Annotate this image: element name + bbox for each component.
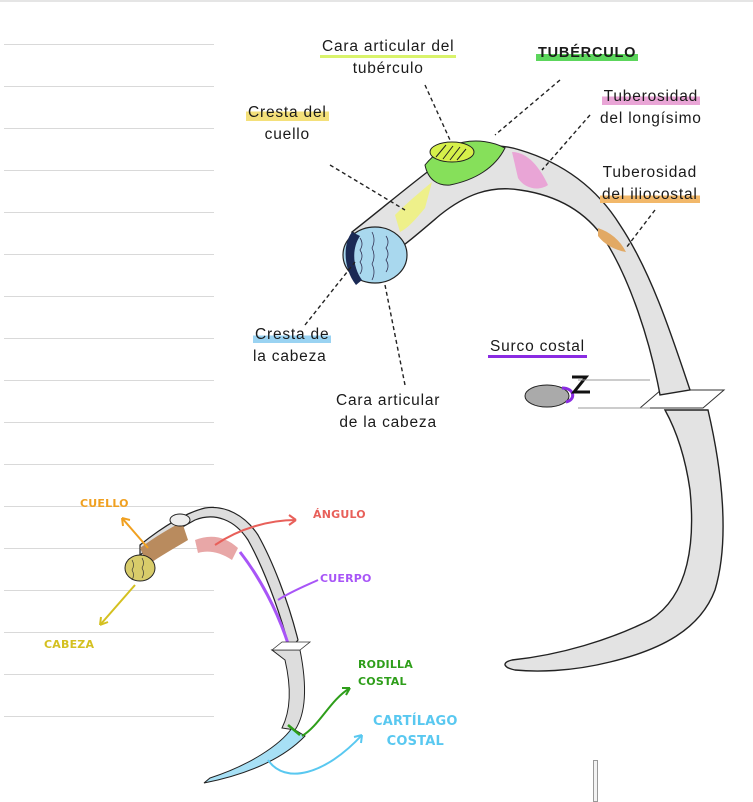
label-line-2: del longísimo — [600, 110, 702, 127]
leader-lines — [304, 79, 656, 386]
label-cara-articular-tuberculo: Cara articular del tubérculo — [320, 36, 457, 80]
label-text: Surco costal — [488, 338, 587, 358]
ruled-line — [4, 296, 214, 297]
label-line-1: Tuberosidad — [601, 88, 701, 105]
ruled-line — [4, 128, 214, 129]
label-tuberosidad-iliocostal: Tuberosidad del iliocostal — [600, 162, 700, 206]
label-line-2: COSTAL — [358, 675, 407, 688]
ruled-line — [4, 716, 214, 717]
ruled-line — [4, 86, 214, 87]
ruled-line — [4, 548, 214, 549]
label-text: TUBÉRCULO — [536, 45, 639, 61]
label-cresta-cabeza: Cresta de la cabeza — [253, 324, 332, 368]
label-surco-costal: Surco costal — [488, 336, 587, 358]
label-line-2: del iliocostal — [600, 186, 700, 203]
ruled-line — [4, 170, 214, 171]
label-cara-articular-cabeza: Cara articular de la cabeza — [336, 390, 440, 434]
ruled-line — [4, 254, 214, 255]
label-cartilago-costal: CARTÍLAGO COSTAL — [373, 712, 458, 752]
ruled-line — [4, 44, 214, 45]
tubercle-facet-hatch — [435, 144, 467, 161]
label-line-2: la cabeza — [253, 348, 327, 365]
label-line-1: Cresta de — [253, 326, 332, 343]
bottom-rib-upper — [139, 506, 299, 652]
tuberosity-iliocostal-region — [598, 228, 626, 252]
bottom-rib-lower — [270, 649, 306, 731]
label-rodilla-costal: RODILLA COSTAL — [358, 656, 413, 690]
ruled-line — [4, 464, 214, 465]
ruled-line — [4, 632, 214, 633]
ruled-line — [4, 590, 214, 591]
bottom-section-plane — [270, 641, 312, 651]
label-cuerpo: CUERPO — [320, 572, 372, 585]
ruled-line — [4, 212, 214, 213]
label-cabeza: CABEZA — [44, 638, 95, 651]
label-cuello: CUELLO — [80, 497, 129, 510]
label-line-2: COSTAL — [386, 734, 444, 749]
label-line-1: CARTÍLAGO — [373, 714, 458, 729]
neck-crest-region — [395, 182, 432, 232]
label-line-1: Tuberosidad — [602, 164, 698, 181]
head-crest-region — [345, 232, 362, 285]
label-line-1: Cresta del — [246, 104, 329, 121]
ruled-line — [4, 338, 214, 339]
bottom-costal-knee — [287, 724, 301, 736]
head-surface-texture — [359, 231, 389, 281]
rib-lower-body — [504, 409, 724, 672]
page-top-border — [0, 0, 753, 2]
costal-groove-mark — [561, 386, 575, 404]
scroll-marker — [593, 760, 598, 802]
label-line-2: de la cabeza — [339, 414, 437, 431]
label-line-2: cuello — [264, 126, 310, 143]
label-tuberculo: TUBÉRCULO — [536, 42, 639, 64]
tubercle-facet — [429, 141, 475, 163]
bottom-neck-region — [140, 522, 188, 565]
head-articular-surface — [342, 226, 408, 284]
label-line-1: RODILLA — [358, 658, 413, 671]
ruled-line — [4, 422, 214, 423]
label-line-1: Cara articular del — [320, 38, 457, 58]
bottom-arrows — [99, 514, 363, 775]
ruled-line — [4, 380, 214, 381]
tuberosity-longissimus-region — [512, 152, 548, 189]
ruled-line — [4, 506, 214, 507]
label-line-1: Cara articular — [336, 392, 441, 409]
label-line-2: tubérculo — [352, 60, 424, 77]
bottom-head-texture — [131, 557, 144, 581]
costal-groove-arrow — [570, 375, 590, 394]
label-cresta-cuello: Cresta del cuello — [246, 102, 329, 146]
bottom-cartilage-region — [203, 727, 306, 784]
ruled-line — [4, 674, 214, 675]
bottom-head — [124, 554, 156, 582]
label-tuberosidad-longisimo: Tuberosidad del longísimo — [600, 86, 702, 130]
bottom-angle-region — [195, 536, 238, 560]
rib-cross-section — [524, 384, 570, 408]
bottom-tubercle — [169, 513, 191, 527]
label-angulo: ÁNGULO — [313, 508, 366, 521]
